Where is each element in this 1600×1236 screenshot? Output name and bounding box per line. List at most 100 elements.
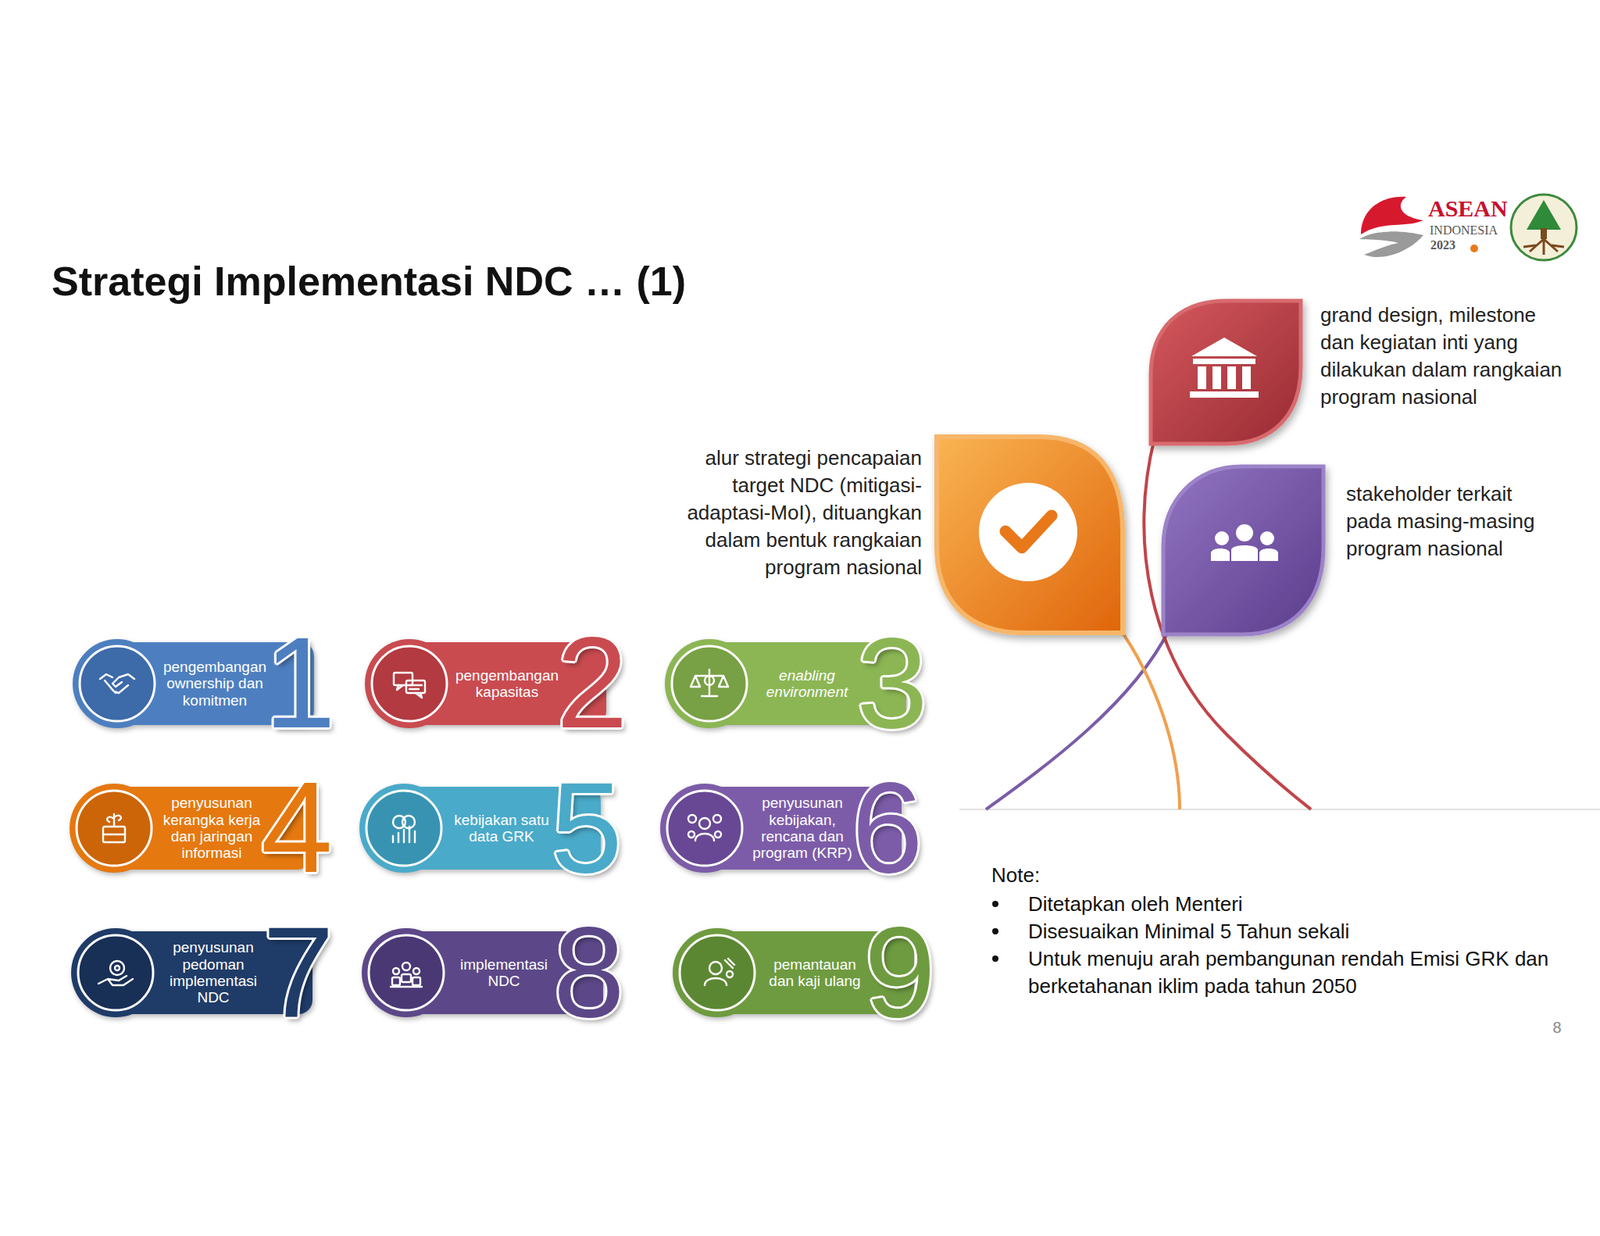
pill-icon <box>392 815 415 843</box>
pill-circle <box>359 783 449 873</box>
pill-circle-inner <box>667 790 743 866</box>
step-number: 5 <box>550 763 623 893</box>
page-number: 8 <box>1545 1019 1569 1036</box>
icon-stroke <box>413 967 420 975</box>
leaf-caption: alur strategi pencapaian target NDC (mit… <box>673 444 922 582</box>
step-number: 4 <box>260 763 333 893</box>
pill-icon <box>393 672 425 698</box>
icon-stroke <box>688 814 697 823</box>
pill-circle <box>364 639 454 729</box>
stem-purple <box>985 628 1170 810</box>
pill-circle-inner <box>79 646 155 722</box>
logo-dot <box>1470 244 1479 253</box>
icon-stroke <box>392 967 400 975</box>
step-pill: enabling environment3 <box>660 632 931 735</box>
step-number: 8 <box>553 907 625 1037</box>
icon-stroke <box>709 961 722 975</box>
step-number: 6 <box>851 763 924 893</box>
step-label: pengembangan ownership dan komitmen <box>159 642 271 725</box>
bullet <box>992 928 999 935</box>
leaf-caption: stakeholder terkait pada masing-masing p… <box>1346 480 1548 563</box>
logo-text: 2023 <box>1430 239 1478 252</box>
icon-stroke <box>713 814 722 823</box>
divider-line <box>959 808 1600 811</box>
pill-circle-inner <box>76 790 152 866</box>
pill-circle <box>672 928 762 1018</box>
bank-column <box>1227 366 1236 390</box>
icon-stroke <box>401 974 411 983</box>
pill-icon <box>688 814 722 841</box>
person-body <box>1259 548 1279 561</box>
icon-stroke <box>100 674 135 693</box>
step-label: penyusunan kerangka kerja dan jaringan i… <box>156 786 268 870</box>
step-number: 9 <box>864 907 936 1037</box>
icon-stroke <box>704 958 735 986</box>
icon-stroke <box>396 685 404 690</box>
icon-stroke <box>103 814 125 835</box>
icon-stroke <box>726 971 733 978</box>
step-label: pengembangan kapasitas <box>451 642 563 725</box>
slide-title: Strategi Implementasi NDC … (1) <box>51 260 686 302</box>
step-number: 1 <box>264 618 336 748</box>
check-circle <box>978 482 1078 582</box>
logo-swoosh <box>1359 231 1424 258</box>
step-pill: pengembangan kapasitas2 <box>360 632 631 735</box>
leaf-caption: grand design, milestone dan kegiatan int… <box>1320 301 1569 411</box>
step-pill: implementasi NDC8 <box>357 921 628 1024</box>
pill-circle <box>361 928 451 1018</box>
icon-stroke <box>392 977 400 986</box>
step-label: kebijakan satu data GRK <box>446 786 558 870</box>
step-number: 7 <box>262 907 335 1037</box>
person-head <box>1235 524 1254 542</box>
pill-icon <box>690 669 729 697</box>
pill-icon <box>98 960 133 986</box>
step-pill: penyusunan kebijakan, rencana dan progra… <box>656 777 926 879</box>
pill-circle <box>72 639 162 729</box>
pill-icon <box>100 674 135 693</box>
pill-circle-inner <box>78 935 154 1011</box>
bank-column <box>1212 366 1222 390</box>
pill-icon <box>103 814 125 843</box>
icon-stroke <box>390 985 422 988</box>
step-label: pemantauan dan kaji ulang <box>759 931 871 1015</box>
step-label: penyusunan pedoman implementasi NDC <box>157 931 269 1015</box>
icon-stroke <box>695 833 715 841</box>
icon-stroke <box>690 669 729 697</box>
step-number: 2 <box>556 618 629 748</box>
icon-stroke <box>402 962 411 971</box>
pill-icon <box>704 958 735 986</box>
step-number: 3 <box>856 618 929 748</box>
icon-stroke <box>406 680 425 693</box>
emblem-tree <box>1526 200 1561 230</box>
emblem-circle <box>1510 194 1577 261</box>
icon-stroke <box>98 975 133 986</box>
icon-stroke <box>688 831 695 838</box>
bank-roof <box>1191 337 1258 357</box>
step-pill: kebijakan satu data GRK5 <box>355 777 625 879</box>
logo-text: INDONESIA <box>1429 224 1508 237</box>
person-body <box>1210 548 1230 561</box>
person-head <box>1260 531 1275 546</box>
logo-text: ASEAN <box>1428 196 1515 221</box>
pill-circle-inner <box>671 646 747 722</box>
pill-circle-inner <box>366 790 442 866</box>
step-label: implementasi NDC <box>448 931 560 1015</box>
bank-column <box>1242 366 1251 390</box>
pill-circle-inner <box>679 935 755 1011</box>
leaf-orange <box>936 436 1123 633</box>
icon-stroke <box>714 831 722 838</box>
note-item: Ditetapkan oleh Menteri <box>1028 890 1575 918</box>
icon-stroke <box>392 826 415 843</box>
step-pill: pengembangan ownership dan komitmen1 <box>68 632 339 735</box>
icon-stroke <box>114 965 120 971</box>
icon-stroke <box>110 960 125 975</box>
note-item: Disesuaikan Minimal 5 Tahun sekali <box>1028 917 1575 946</box>
step-pill: penyusunan pedoman implementasi NDC7 <box>67 921 337 1024</box>
pill-circle <box>660 783 750 873</box>
bullet <box>992 900 999 908</box>
leaf-red <box>1150 300 1301 444</box>
check-mark <box>1005 515 1052 548</box>
